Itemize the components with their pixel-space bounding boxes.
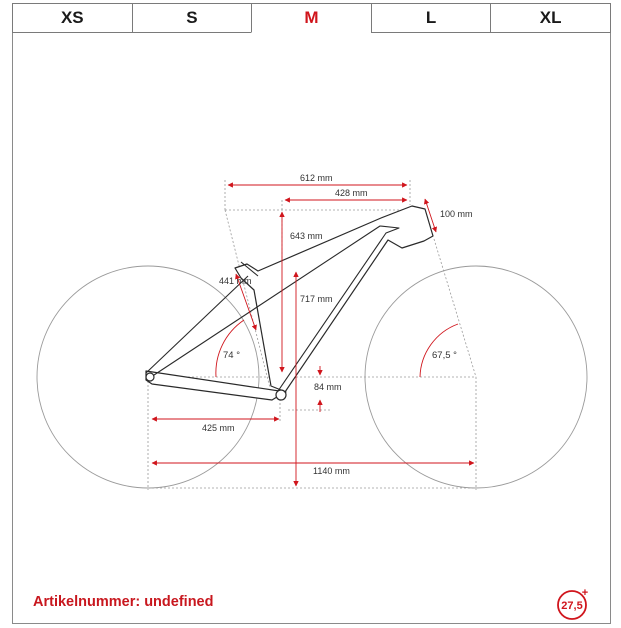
wheel-size-plus: + bbox=[582, 587, 588, 599]
size-tabs: XS S M L XL bbox=[12, 3, 611, 33]
head-tube-label: 100 mm bbox=[440, 209, 473, 219]
head-angle-arc bbox=[419, 323, 459, 378]
tab-size-xs[interactable]: XS bbox=[12, 3, 132, 33]
geometry-panel bbox=[12, 3, 611, 624]
stack-label: 643 mm bbox=[290, 231, 323, 241]
article-number: Artikelnummer: undefined bbox=[33, 594, 213, 610]
wheel-size-value: 27,5 bbox=[561, 600, 582, 612]
tab-size-m[interactable]: M bbox=[251, 3, 371, 33]
tab-size-l[interactable]: L bbox=[370, 3, 491, 33]
article-number-label: Artikelnummer: bbox=[33, 594, 141, 610]
bike-frame bbox=[145, 205, 434, 401]
head-angle-label: 67,5 ° bbox=[432, 350, 457, 361]
seat-tube-label: 441 mm bbox=[219, 276, 252, 286]
article-number-value: undefined bbox=[144, 594, 214, 610]
dimension-lines bbox=[151, 182, 475, 487]
wheel-size-badge-icon: 27,5 + bbox=[557, 587, 588, 620]
tab-size-xl[interactable]: XL bbox=[490, 3, 611, 33]
reach-label: 612 mm bbox=[300, 173, 333, 183]
standover-label: 717 mm bbox=[300, 294, 333, 304]
seat-angle-label: 74 ° bbox=[223, 350, 240, 361]
seat-angle-arc bbox=[215, 319, 245, 378]
tab-size-s[interactable]: S bbox=[131, 3, 252, 33]
top-tube-label: 428 mm bbox=[335, 188, 368, 198]
bb-drop-label: 84 mm bbox=[314, 382, 342, 392]
chainstay-label: 425 mm bbox=[202, 423, 235, 433]
wheelbase-label: 1140 mm bbox=[313, 466, 350, 476]
